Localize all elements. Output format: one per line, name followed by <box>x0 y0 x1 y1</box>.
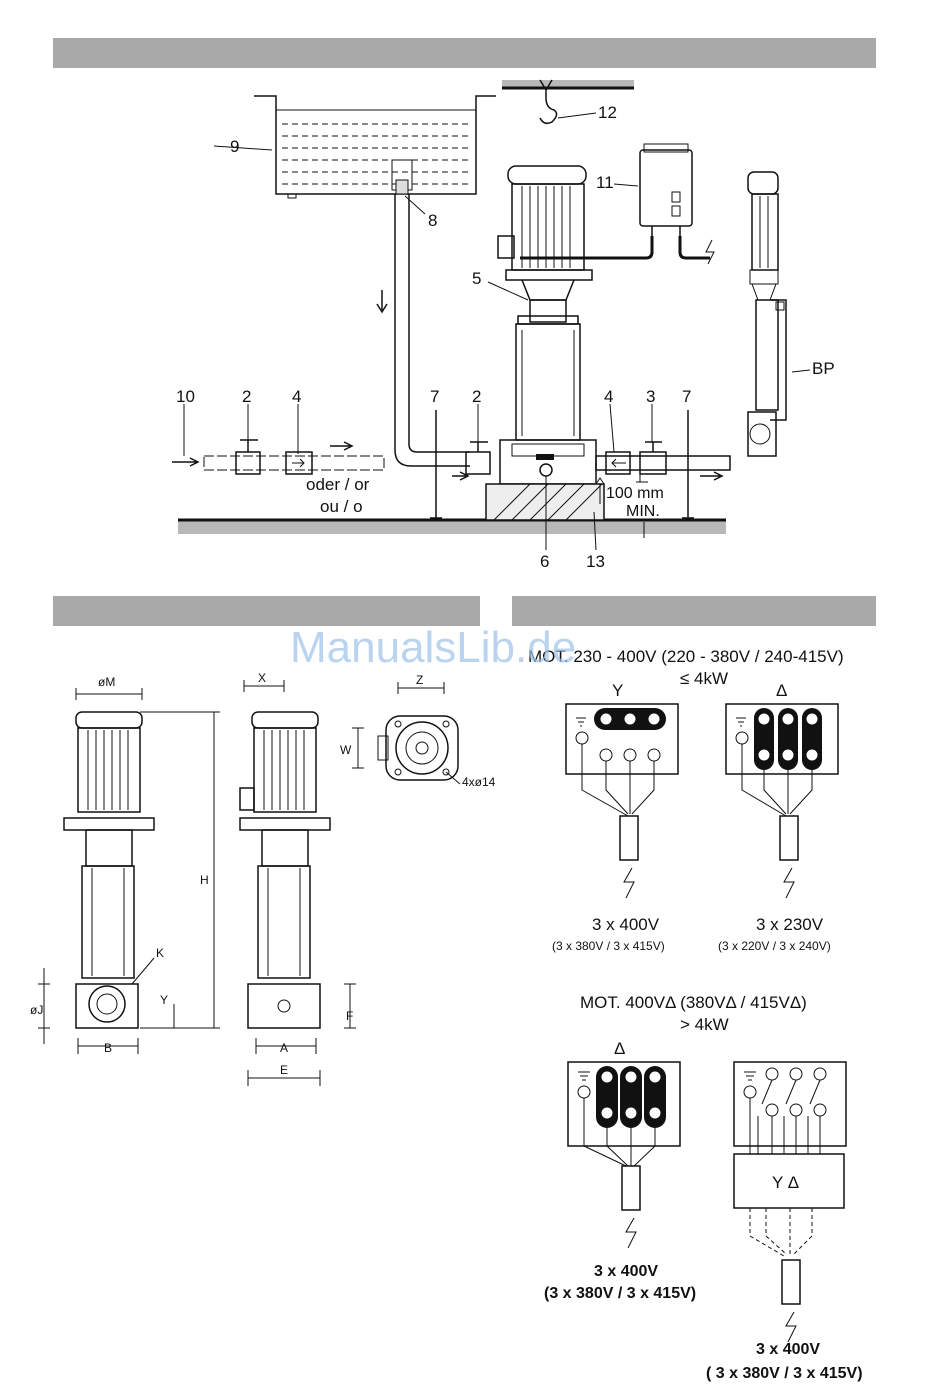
floor <box>178 520 726 534</box>
header-bar-wiring <box>512 596 876 626</box>
dim-label-m: øM <box>98 675 115 689</box>
terminal-box-star-delta <box>733 1061 847 1343</box>
header-bar-dimensions <box>53 596 480 626</box>
volt-right-sub: (3 x 220V / 3 x 240V) <box>718 939 831 953</box>
inlet-pipe <box>203 455 385 471</box>
volt-4-sub: ( 3 x 380V / 3 x 415V) <box>706 1365 863 1382</box>
dim-label-e: E <box>280 1063 288 1077</box>
label-4a: 4 <box>292 387 301 406</box>
control-box <box>639 143 693 236</box>
terminal-box-delta-2 <box>567 1061 681 1249</box>
lightning-icon <box>623 867 635 899</box>
delta-label: Δ <box>776 681 787 700</box>
min-label-2: MIN. <box>626 503 660 520</box>
pump-body <box>499 323 597 485</box>
pump-top-view <box>377 715 459 781</box>
dim-label-f: F <box>346 1009 353 1023</box>
label-6: 6 <box>540 552 549 571</box>
wiring-title-2: MOT. 400VΔ (380VΔ / 415VΔ) <box>580 993 807 1012</box>
label-8: 8 <box>428 211 437 230</box>
valve-2b <box>465 451 491 475</box>
or-label-2: ou / o <box>320 497 363 516</box>
support-7b <box>682 410 694 519</box>
label-bp: BP <box>812 359 835 378</box>
leader-9 <box>213 145 273 151</box>
support-7a <box>430 410 442 519</box>
terminal-box-star <box>565 703 679 899</box>
dim-label-h: H <box>200 873 209 887</box>
label-13: 13 <box>586 552 605 571</box>
installation-diagram: 9 8 12 11 <box>172 79 835 571</box>
label-3: 3 <box>646 387 655 406</box>
lightning-icon <box>705 239 715 265</box>
pump-side-view <box>239 711 331 1029</box>
suction-pipe-outer <box>394 194 470 467</box>
dim-label-k: K <box>156 946 164 960</box>
flow-arrow-in <box>172 457 200 467</box>
wiring-title-1-sub: ≤ 4kW <box>680 669 728 688</box>
label-7a: 7 <box>430 387 439 406</box>
label-4b: 4 <box>604 387 613 406</box>
check-valve-4b <box>605 451 631 475</box>
yd-label: Y Δ <box>772 1173 799 1192</box>
dim-label-a: A <box>280 1041 288 1055</box>
foundation <box>485 483 605 521</box>
flow-arrow-down <box>376 290 388 314</box>
hook-icon <box>539 79 558 125</box>
watermark: ManualsLib.de <box>290 623 576 672</box>
volt-4: 3 x 400V <box>756 1341 820 1358</box>
header-bar-installation <box>53 38 876 68</box>
dim-label-y: Y <box>160 993 168 1007</box>
label-11: 11 <box>596 173 614 192</box>
star-label: Y <box>612 681 623 700</box>
suction-pipe-inner <box>408 194 470 453</box>
wiring-title-1: MOT. 230 - 400V (220 - 380V / 240-415V) <box>528 647 844 666</box>
pump-motor <box>497 165 593 325</box>
label-7b: 7 <box>682 387 691 406</box>
wiring-diagrams: MOT. 230 - 400V (220 - 380V / 240-415V) … <box>528 647 863 1382</box>
lightning-icon <box>785 1311 797 1343</box>
dim-label-x: X <box>258 671 266 685</box>
lightning-icon <box>783 867 795 899</box>
terminal-box-delta <box>725 703 839 899</box>
label-2b: 2 <box>472 387 481 406</box>
label-10: 10 <box>176 387 195 406</box>
cable-supply <box>678 236 710 260</box>
valve-2a <box>235 451 261 475</box>
volt-left-sub: (3 x 380V / 3 x 415V) <box>552 939 665 953</box>
delta2-label: Δ <box>614 1039 625 1058</box>
outlet-pipe <box>595 455 731 471</box>
dim-label-b: B <box>104 1041 112 1055</box>
bypass-pump <box>747 171 787 457</box>
min-label-1: 100 mm <box>606 485 664 502</box>
cable-motor <box>520 236 654 260</box>
wiring-title-2-sub: > 4kW <box>680 1015 729 1034</box>
label-5: 5 <box>472 269 481 288</box>
volt-3-sub: (3 x 380V / 3 x 415V) <box>544 1285 696 1302</box>
dim-label-w: W <box>340 743 352 757</box>
tank <box>254 95 496 199</box>
dim-label-holes: 4xø14 <box>462 775 496 789</box>
pump-front-view <box>63 711 155 1029</box>
volt-left: 3 x 400V <box>592 915 660 934</box>
dim-label-j: øJ <box>30 1003 43 1017</box>
label-12: 12 <box>598 103 617 122</box>
check-valve-4a <box>285 451 313 475</box>
dim-label-z: Z <box>416 673 423 687</box>
ceiling <box>502 80 634 88</box>
volt-3: 3 x 400V <box>594 1263 658 1280</box>
leader-8 <box>404 195 426 215</box>
dimension-drawings: øM H K øJ Y B X <box>30 671 496 1086</box>
label-9: 9 <box>230 137 239 156</box>
lightning-icon <box>625 1217 637 1249</box>
volt-right: 3 x 230V <box>756 915 824 934</box>
label-2a: 2 <box>242 387 251 406</box>
or-label-1: oder / or <box>306 475 370 494</box>
